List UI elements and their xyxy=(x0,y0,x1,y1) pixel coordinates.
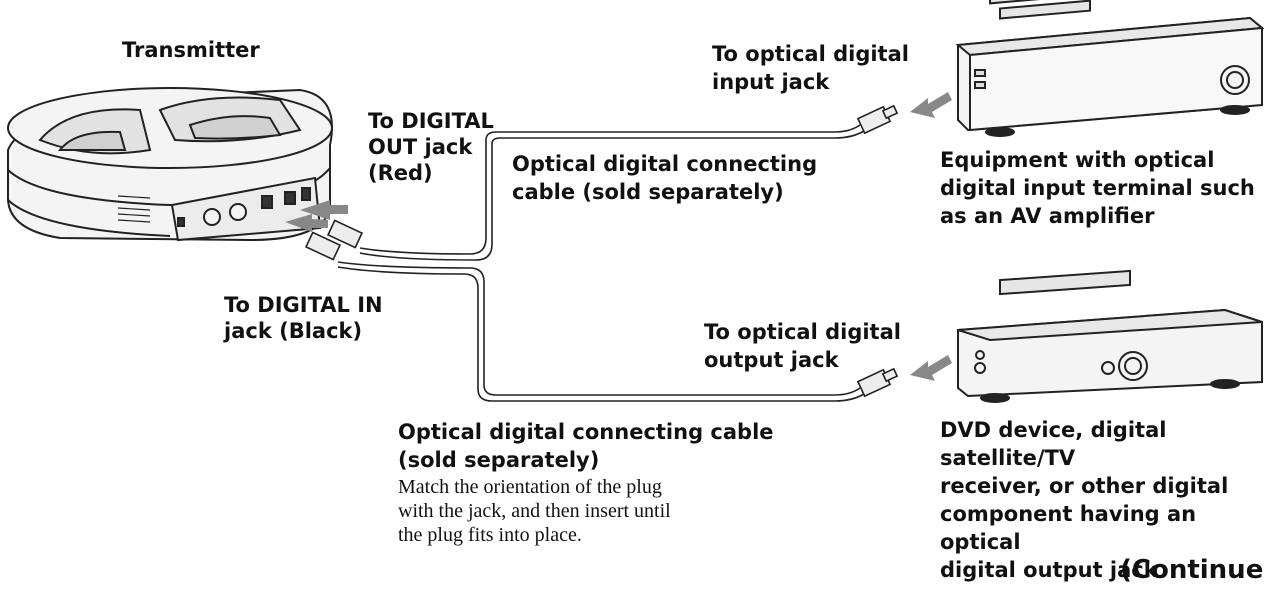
equipment-input-label: Equipment with optical digital input ter… xyxy=(940,148,1255,228)
cable-upper-label: Optical digital connecting cable (sold s… xyxy=(512,152,818,204)
transmitter-illustration xyxy=(7,87,333,242)
plug-output xyxy=(856,367,899,398)
to-digital-out-label: To DIGITAL OUT jack (Red) xyxy=(368,109,494,185)
insert-arrows xyxy=(285,200,348,232)
arrow-to-output xyxy=(910,355,952,381)
arrow-to-input xyxy=(910,92,952,118)
transmitter-plugs xyxy=(304,219,364,261)
av-amplifier-illustration xyxy=(955,0,1264,137)
cable-lower-title: Optical digital connecting cable (sold s… xyxy=(398,420,774,472)
to-digital-in-label: To DIGITAL IN jack (Black) xyxy=(224,293,383,343)
cable-lower-note: Match the orientation of the plug with t… xyxy=(398,476,671,546)
to-output-jack-label: To optical digital output jack xyxy=(704,320,901,372)
plug-input xyxy=(856,104,899,135)
cable-lower xyxy=(337,261,865,402)
dvd-device-illustration xyxy=(957,269,1263,403)
continued-label: (Continued xyxy=(1120,555,1264,585)
cable-upper xyxy=(359,124,865,261)
equipment-output-label: DVD device, digital satellite/TV receive… xyxy=(940,418,1229,582)
to-input-jack-label: To optical digital input jack xyxy=(712,42,909,94)
transmitter-label: Transmitter xyxy=(122,38,260,62)
